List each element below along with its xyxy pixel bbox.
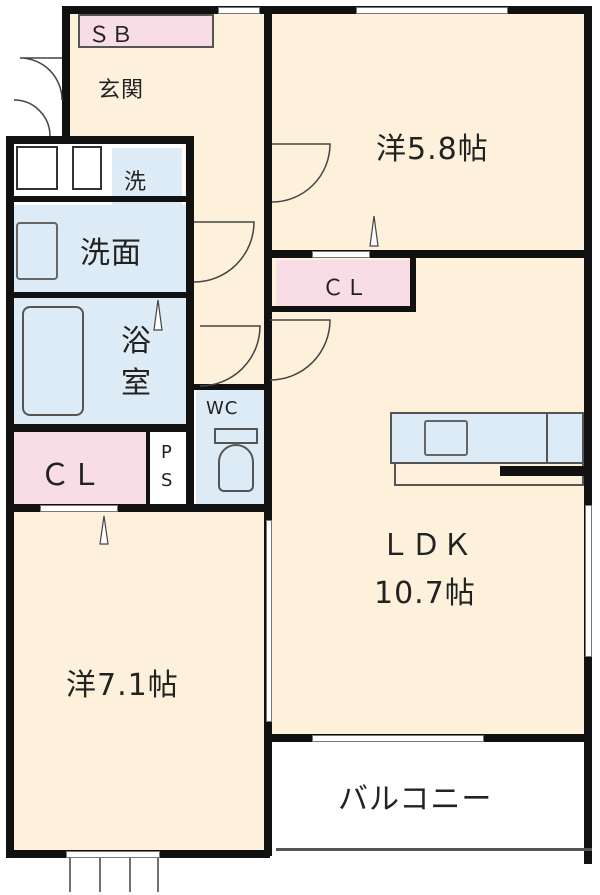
bathtub: [22, 306, 84, 416]
senmen-label: 洗面: [80, 236, 142, 271]
toilet-tank: [214, 428, 258, 444]
ldk-name-label: ＬＤＫ: [380, 528, 473, 563]
wc-label: WC: [206, 398, 239, 419]
yokushitsu-label-2: 室: [121, 366, 151, 401]
wall: [270, 250, 590, 258]
wall: [62, 6, 590, 14]
western-north-label: 洋5.8帖: [376, 132, 489, 167]
window: [66, 851, 160, 858]
wall: [6, 136, 14, 856]
storage-block-2: [72, 146, 102, 190]
cl-west-label: ＣＬ: [40, 458, 102, 493]
western-room-north: [270, 10, 588, 255]
balcony: [276, 742, 584, 850]
window: [218, 7, 260, 14]
shoe-box: [78, 14, 214, 48]
wall: [584, 6, 592, 864]
wall: [410, 250, 416, 312]
counter-wall: [500, 466, 586, 476]
window: [312, 251, 370, 258]
wall: [264, 6, 272, 856]
wall: [6, 136, 194, 144]
ldk-room: [270, 255, 588, 740]
balcony-rail: [276, 848, 592, 851]
wall: [186, 384, 270, 390]
toilet-bowl: [218, 444, 254, 492]
sb-label: ＳＢ: [88, 23, 135, 48]
window: [40, 505, 118, 512]
wall: [270, 306, 416, 312]
window: [266, 520, 272, 722]
window: [585, 505, 592, 657]
balcony-label: バルコニー: [338, 782, 493, 817]
window: [356, 7, 508, 14]
pipe-space: [150, 432, 186, 504]
cl-north-label: ＣＬ: [322, 276, 369, 301]
kitchen-counter: [390, 412, 584, 464]
closet-north: [276, 260, 412, 308]
wall: [6, 424, 194, 432]
sentaku-label: 洗: [124, 170, 148, 195]
ldk-size-label: 10.7帖: [374, 576, 476, 611]
genkan-label: 玄関: [98, 78, 145, 103]
wall: [6, 196, 194, 202]
western-south-label: 洋7.1帖: [66, 668, 179, 703]
storage-block-1: [16, 146, 58, 190]
kitchen-divider: [546, 414, 548, 462]
ps-label-p: P: [161, 442, 173, 463]
western-room-south: [10, 510, 270, 855]
wall: [62, 6, 70, 142]
ps-label-s: S: [161, 470, 174, 491]
wall: [6, 292, 194, 298]
closet-west: [12, 432, 146, 504]
window: [312, 735, 484, 742]
wall: [146, 428, 150, 508]
yokushitsu-label-1: 浴: [121, 324, 151, 359]
washbasin: [16, 222, 58, 280]
wall: [186, 136, 194, 508]
kitchen-sink: [424, 420, 468, 456]
wall: [6, 504, 270, 512]
